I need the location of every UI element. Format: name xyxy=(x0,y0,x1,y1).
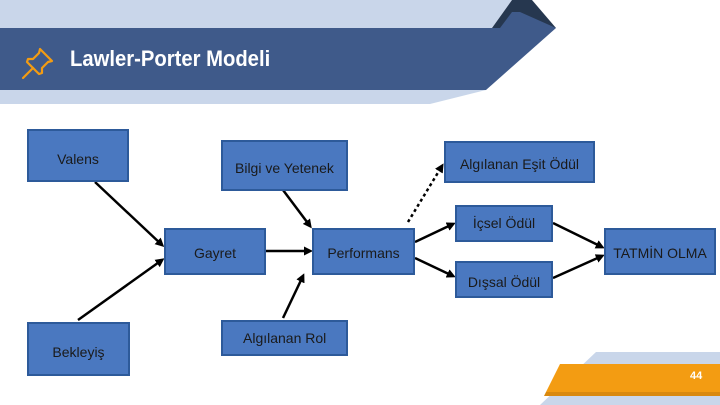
top-right-shadow xyxy=(500,12,556,28)
node-bekleyis-label: Bekleyiş xyxy=(52,344,105,360)
top-light-band xyxy=(0,0,512,28)
arrow-performans-icsel xyxy=(414,222,456,244)
node-performans: Performans xyxy=(312,228,415,275)
node-valens: Valens xyxy=(27,129,129,182)
node-algilanan-esit-odul: Algılanan Eşit Ödül xyxy=(444,141,595,183)
arrow-icsel-tatmin xyxy=(552,221,605,249)
arrow-dissal-tatmin xyxy=(552,254,605,280)
node-algilanan-rol-label: Algılanan Rol xyxy=(243,330,327,346)
node-valens-label: Valens xyxy=(57,151,99,167)
node-bilgi-ve-yetenek: Bilgi ve Yetenek xyxy=(221,140,348,191)
slide-title: Lawler-Porter Modeli xyxy=(70,46,271,71)
arrow-beklenti-gayret xyxy=(77,258,165,322)
bottom-orange-shadow xyxy=(544,392,720,396)
arrow-rol-performans xyxy=(281,273,305,319)
node-performans-label: Performans xyxy=(327,245,400,261)
node-tatmin-label: TATMİN OLMA xyxy=(613,245,707,261)
node-bilgi-label: Bilgi ve Yetenek xyxy=(235,160,334,176)
header-under-band xyxy=(0,90,486,104)
pushpin-icon xyxy=(21,47,54,80)
node-dissal-label: Dışsal Ödül xyxy=(467,274,541,290)
arrow-bilgi-performans xyxy=(282,189,312,229)
arrow-performans-dissal xyxy=(414,256,456,278)
page-number: 44 xyxy=(690,370,703,382)
node-icsel-odul: İçsel Ödül xyxy=(455,205,553,242)
node-gayret-label: Gayret xyxy=(193,245,236,261)
node-gayret: Gayret xyxy=(164,228,266,275)
arrow-performans-algilanan-esit xyxy=(406,163,444,223)
node-bekleyis: Bekleyiş xyxy=(27,322,130,376)
arrow-valens-gayret xyxy=(94,181,165,248)
node-algilanan-esit-label: Algılanan Eşit Ödül xyxy=(459,156,580,172)
node-dissal-odul: Dışsal Ödül xyxy=(455,261,553,298)
node-icsel-label: İçsel Ödül xyxy=(472,215,536,231)
bottom-orange-band xyxy=(546,364,720,392)
header-band xyxy=(0,28,556,90)
node-tatmin-olma: TATMİN OLMA xyxy=(604,228,716,275)
node-algilanan-rol: Algılanan Rol xyxy=(221,320,348,356)
